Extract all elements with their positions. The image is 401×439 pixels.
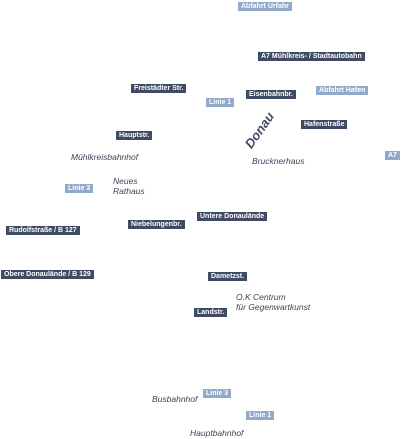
exit-hafen-label: Abfahrt Hafen bbox=[316, 86, 369, 95]
river-donau-label: Donau bbox=[241, 109, 278, 151]
place-muehlkreisbahnhof: Mühlkreisbahnhof bbox=[71, 152, 139, 162]
road-freistaedter-label: Freistädter Str. bbox=[131, 84, 187, 93]
tram-linie1-north-label: Linie 1 bbox=[206, 98, 235, 107]
road-nibelungenbruecke-label: Niebelungenbr. bbox=[128, 220, 185, 229]
road-rudolfstrasse-label: Rudolfstraße / B 127 bbox=[6, 226, 80, 235]
tram-linie1-south-label: Linie 1 bbox=[246, 411, 275, 420]
tram-linie3-west-label: Linie 3 bbox=[65, 184, 94, 193]
road-hafenstrasse-label: Hafenstraße bbox=[301, 120, 348, 129]
exit-urfahr-label: Abfahrt Urfahr bbox=[238, 2, 292, 11]
place-busbahnhof: Busbahnhof bbox=[152, 394, 198, 404]
place-brucknerhaus: Brucknerhaus bbox=[252, 156, 305, 166]
place-ok-centrum-line1: O.K Centrum bbox=[236, 292, 286, 302]
tram-linie3-south-label: Linie 3 bbox=[203, 389, 232, 398]
place-neues-rathaus-line1: Neues bbox=[113, 176, 138, 186]
place-neues-rathaus-line2: Rathaus bbox=[113, 186, 145, 196]
road-a7-label: A7 Mühlkreis- / Stadtautobahn bbox=[258, 52, 365, 61]
road-hauptstrasse-label: Hauptstr. bbox=[116, 131, 153, 140]
road-obere-donaulaende-label: Obere Donaulände / B 129 bbox=[1, 270, 94, 279]
a7-label: A7 bbox=[385, 151, 400, 160]
place-ok-centrum-line2: für Gegenwartkunst bbox=[236, 302, 311, 312]
place-hauptbahnhof: Hauptbahnhof bbox=[190, 428, 244, 438]
road-untere-donaulaende-label: Untere Donaulände bbox=[197, 212, 268, 221]
road-landstrasse-label: Landstr. bbox=[194, 308, 228, 317]
road-dametzstrasse-label: Dametzst. bbox=[208, 272, 248, 281]
road-eisenbahnbruecke-label: Eisenbahnbr. bbox=[246, 90, 296, 99]
